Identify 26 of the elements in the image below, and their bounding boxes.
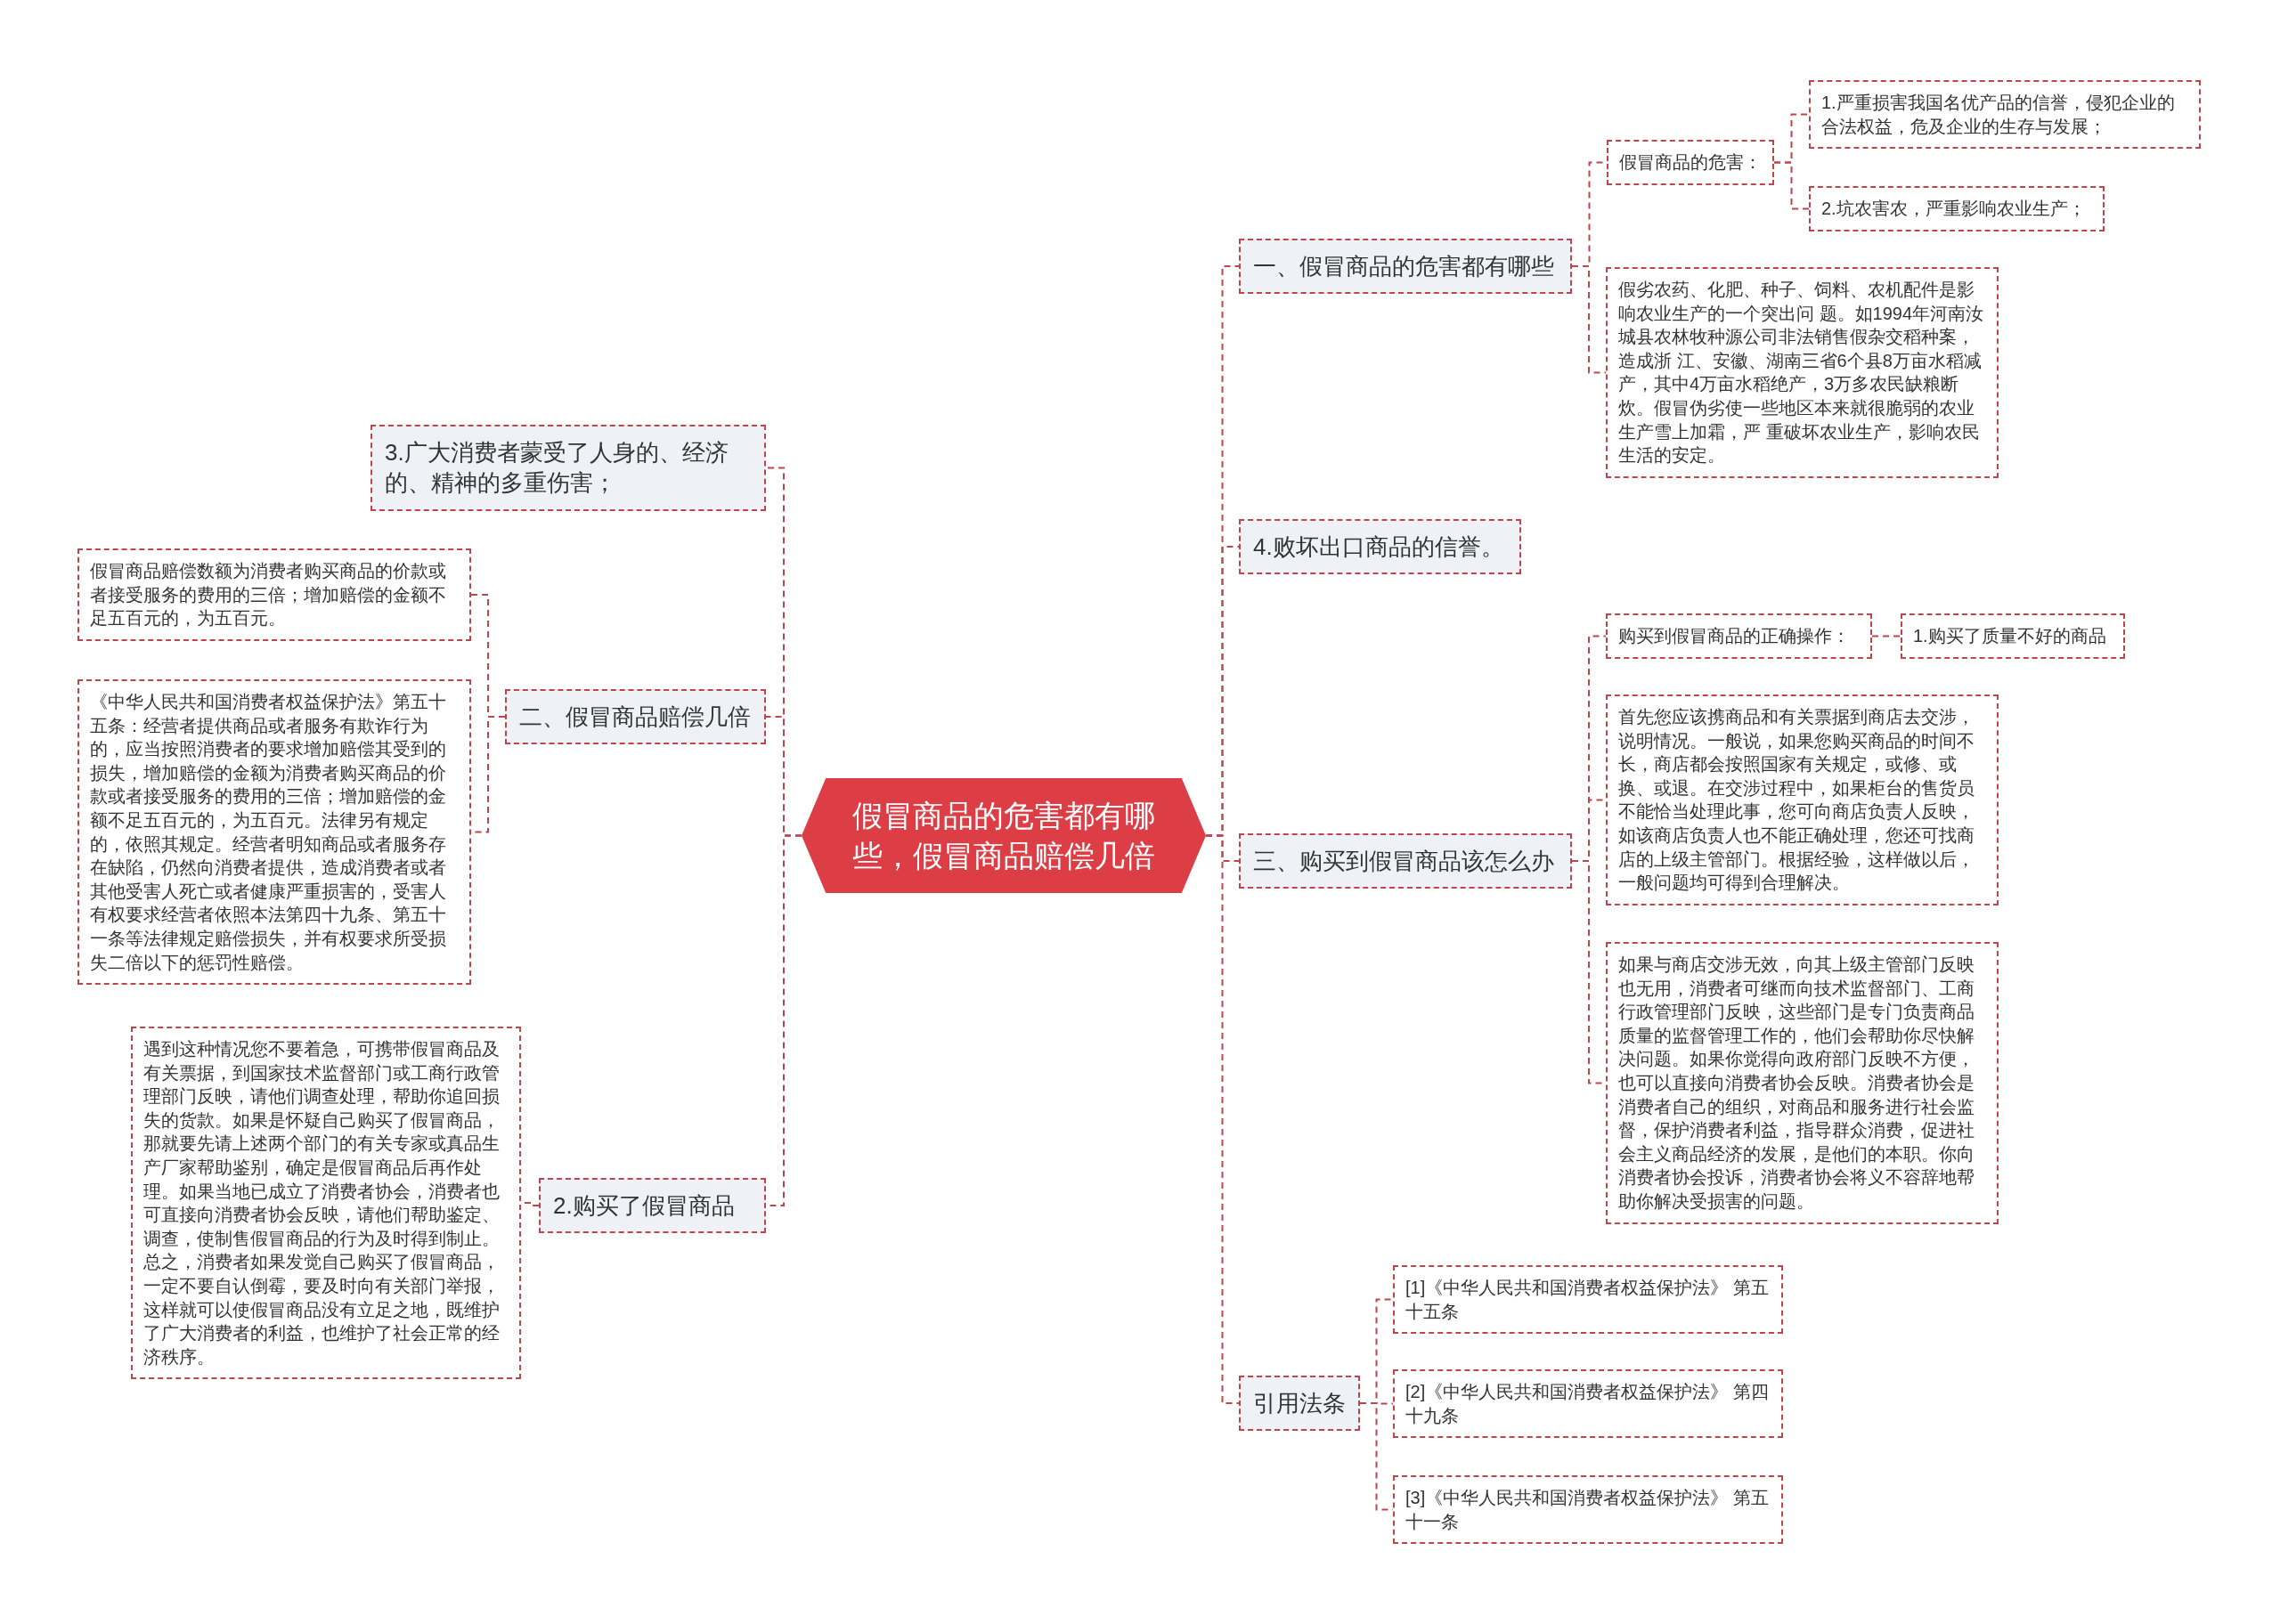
- connector-line: [1773, 161, 1810, 210]
- subtopic-box: 1.严重损害我国名优产品的信誉，侵犯企业的合法权益，危及企业的生存与发展；: [1809, 80, 2201, 150]
- subtopic-box: [3]《中华人民共和国消费者权益保护法》 第五十一条: [1393, 1475, 1783, 1545]
- subtopic-box: 1.购买了质量不好的商品: [1901, 613, 2125, 659]
- topic-box: 三、购买到假冒商品该怎么办: [1239, 833, 1572, 889]
- topic-box: 3.广大消费者蒙受了人身的、经济的、精神的多重伤害；: [370, 425, 766, 511]
- central-topic: 假冒商品的危害都有哪些，假冒商品赔偿几倍: [802, 778, 1206, 893]
- subtopic-box: 假劣农药、化肥、种子、饲料、农机配件是影响农业生产的一个突出问 题。如1994年河南汝城县农林牧种源公司非法销售假杂交稻种案，造成浙 江、安徽、湖南三省6个县8万亩水稻减产，其中4万亩水稻绝产，3万多农民缺粮断炊。假冒伪劣使一些地区本来就很脆弱的农业生产雪上加霜，严 重破坏农业生产，影响农民生活的安定。: [1606, 267, 1999, 478]
- subtopic-box: [1]《中华人民共和国消费者权益保护法》 第五十五条: [1393, 1265, 1783, 1335]
- topic-box: 2.购买了假冒商品: [539, 1178, 766, 1234]
- subtopic-box: 《中华人民共和国消费者权益保护法》第五十五条：经营者提供商品或者服务有欺诈行为的，应当按照消费者的要求增加赔偿其受到的损失，增加赔偿的金额为消费者购买商品的价款或者接受服务的费用的三倍；增加赔偿的金额不足五百元的，为五百元。法律另有规定的，依照其规定。经营者明知商品或者服务存在缺陷，仍然向消费者提供，造成消费者或者其他受害人死亡或者健康严重损害的，受害人有权要求经营者依照本法第四十九条、第五十一条等法律规定赔偿损失，并有权要求所受损失二倍以下的惩罚性赔偿。: [77, 679, 471, 986]
- subtopic-box: 2.坑农害农，严重影响农业生产；: [1809, 186, 2105, 231]
- subtopic-box: 遇到这种情况您不要着急，可携带假冒商品及有关票据，到国家技术监督部门或工商行政管理部门反映，请他们调查处理，帮助你追回损失的货款。如果是怀疑自己购买了假冒商品，那就要先请上述两个部门的有关专家或真品生产厂家帮助鉴别，确定是假冒商品后再作处理。如果当地已成立了消费者协会，消费者也可直接向消费者协会反映，请他们帮助鉴定、调查，使制售假冒商品的行为及时得到制止。总之，消费者如果发觉自己购买了假冒商品，一定不要自认倒霉，要及时向有关部门举报，这样就可以使假冒商品没有立足之地，既维护了广大消费者的利益，也维护了社会正常的经济秩序。: [131, 1027, 521, 1380]
- connector-line: [1871, 635, 1901, 637]
- connector-line: [1205, 834, 1240, 1404]
- subtopic-box: 假冒商品的危害：: [1607, 140, 1774, 185]
- topic-box: 二、假冒商品赔偿几倍: [505, 689, 766, 745]
- connector-line: [1571, 265, 1607, 374]
- subtopic-box: [2]《中华人民共和国消费者权益保护法》 第四十九条: [1393, 1369, 1783, 1439]
- subtopic-box: 如果与商店交涉无效，向其上级主管部门反映也无用，消费者可继而向技术监督部门、工商行政管理部门反映，这些部门是专门负责商品质量的监督管理工作的，他们会帮助你尽快解决问题。如果你觉得向政府部门反映不方便，也可以直接向消费者协会反映。消费者协会是消费者自己的组织，对商品和服务进行社会监督，保护消费者利益，指导群众消费，促进社会主义商品经济的发展，是他们的本职。你向消费者协会投诉，消费者协会将义不容辞地帮助你解决受损害的问题。: [1606, 942, 1999, 1224]
- subtopic-box: 假冒商品赔偿数额为消费者购买商品的价款或者接受服务的费用的三倍；增加赔偿的金额不足五百元的，为五百元。: [77, 548, 471, 641]
- subtopic-box: 购买到假冒商品的正确操作：: [1606, 613, 1872, 659]
- subtopic-box: 首先您应该携商品和有关票据到商店去交涉，说明情况。一般说，如果您购买商品的时间不长，商店都会按照国家有关规定，或修、或换、或退。在交涉过程中，如果柜台的售货员不能恰当处理此事，您可向商店负责人反映，如该商店负责人也不能正确处理，您还可找商店的上级主管部门。根据经验，这样做以后，一般问题均可得到合理解决。: [1606, 694, 1999, 905]
- topic-box: 4.败坏出口商品的信誉。: [1239, 519, 1521, 575]
- topic-box: 一、假冒商品的危害都有哪些: [1239, 239, 1572, 295]
- topic-box: 引用法条: [1239, 1376, 1360, 1432]
